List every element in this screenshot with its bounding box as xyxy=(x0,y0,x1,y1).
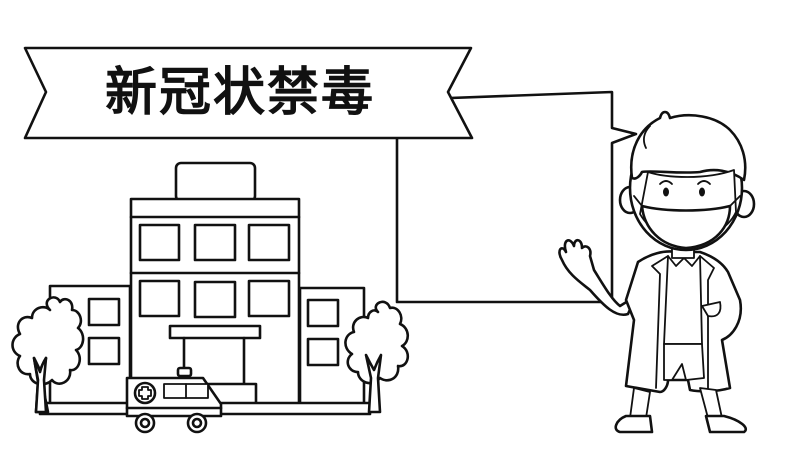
window xyxy=(193,280,237,319)
ribbon-banner xyxy=(23,46,474,140)
window xyxy=(138,223,181,262)
ambulance xyxy=(125,366,223,434)
tree-right xyxy=(344,300,410,414)
banner-title: 新冠状禁毒 xyxy=(104,63,375,123)
window xyxy=(247,279,291,318)
window xyxy=(138,279,181,318)
hospital-building xyxy=(38,161,372,416)
doctor-with-mask xyxy=(558,110,756,434)
face-mask xyxy=(640,204,732,250)
window xyxy=(193,223,237,262)
speech-bubble-text xyxy=(400,150,605,300)
tree-left xyxy=(11,296,85,414)
window xyxy=(247,223,291,262)
